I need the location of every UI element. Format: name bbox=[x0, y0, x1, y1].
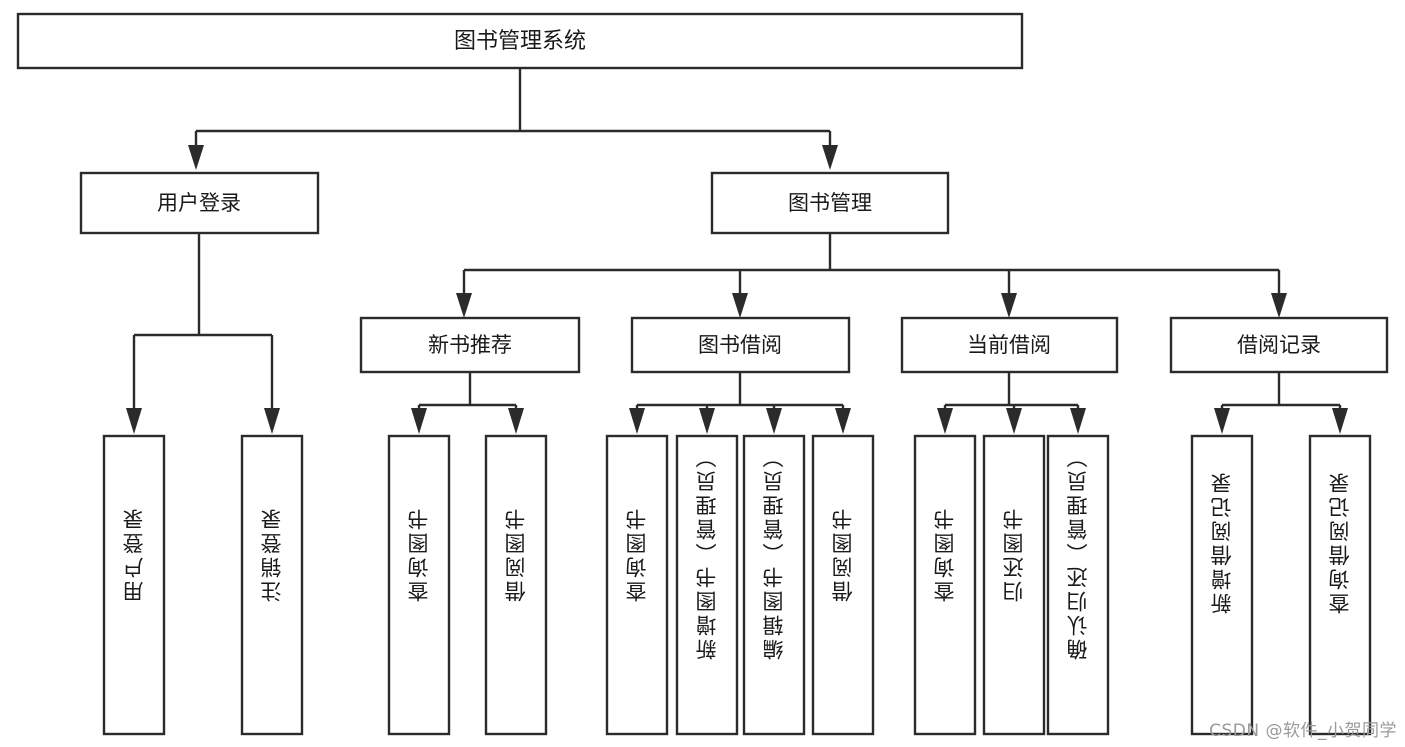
arrowhead-leaf-user-logout bbox=[264, 408, 280, 434]
node-borrow-record[interactable]: 借阅记录 bbox=[1169, 316, 1389, 374]
node-box-leaf-borrow-book-2[interactable] bbox=[811, 434, 875, 736]
node-box-leaf-add-book[interactable] bbox=[675, 434, 739, 736]
node-user-login[interactable]: 用户登录 bbox=[79, 171, 320, 235]
node-box-new-book-recommend[interactable] bbox=[359, 316, 581, 374]
node-box-leaf-confirm-return[interactable] bbox=[1046, 434, 1110, 736]
arrowhead-leaf-query-book-2 bbox=[629, 408, 645, 434]
node-new-book-recommend[interactable]: 新书推荐 bbox=[359, 316, 581, 374]
node-current-borrow[interactable]: 当前借阅 bbox=[900, 316, 1119, 374]
node-box-leaf-add-record[interactable] bbox=[1190, 434, 1254, 736]
arrowhead-leaf-query-record bbox=[1332, 408, 1348, 434]
arrowhead-leaf-confirm-return bbox=[1070, 408, 1086, 434]
node-label-book-management: 图书管理 bbox=[788, 191, 872, 215]
node-label-current-borrow: 当前借阅 bbox=[967, 333, 1051, 357]
node-book-management-system[interactable]: 图书管理系统 bbox=[16, 12, 1024, 70]
node-label-book-borrow: 图书借阅 bbox=[698, 333, 782, 357]
node-box-leaf-user-logout[interactable] bbox=[240, 434, 304, 736]
arrowhead-borrow-record bbox=[1271, 293, 1287, 318]
node-box-leaf-query-record[interactable] bbox=[1308, 434, 1372, 736]
node-box-book-management[interactable] bbox=[710, 171, 950, 235]
node-box-current-borrow[interactable] bbox=[900, 316, 1119, 374]
arrowhead-new-book-recommend bbox=[456, 293, 472, 318]
node-box-leaf-query-book-3[interactable] bbox=[913, 434, 977, 736]
arrowhead-leaf-user-login bbox=[126, 408, 142, 434]
node-box-leaf-query-book-2[interactable] bbox=[605, 434, 669, 736]
node-box-leaf-edit-book[interactable] bbox=[742, 434, 806, 736]
arrowhead-leaf-query-book-1 bbox=[411, 408, 427, 434]
node-box-book-borrow[interactable] bbox=[630, 316, 851, 374]
node-label-user-login: 用户登录 bbox=[157, 191, 241, 215]
arrowhead-leaf-edit-book bbox=[766, 408, 782, 434]
node-label-new-book-recommend: 新书推荐 bbox=[428, 333, 512, 357]
arrowhead-leaf-add-book bbox=[699, 408, 715, 434]
node-label-borrow-record: 借阅记录 bbox=[1237, 333, 1321, 357]
arrowhead-leaf-add-record bbox=[1214, 408, 1230, 434]
node-box-borrow-record[interactable] bbox=[1169, 316, 1389, 374]
arrowhead-user-login bbox=[188, 145, 204, 170]
arrowhead-leaf-return-book bbox=[1006, 408, 1022, 434]
node-label-root: 图书管理系统 bbox=[454, 29, 586, 54]
arrowhead-book-borrow bbox=[732, 293, 748, 318]
arrowhead-leaf-query-book-3 bbox=[937, 408, 953, 434]
node-box-root[interactable] bbox=[16, 12, 1024, 70]
node-box-leaf-query-book-1[interactable] bbox=[387, 434, 451, 736]
arrowhead-leaf-borrow-book-1 bbox=[508, 408, 524, 434]
node-book-management[interactable]: 图书管理 bbox=[710, 171, 950, 235]
node-box-leaf-return-book[interactable] bbox=[982, 434, 1046, 736]
arrowhead-book-management bbox=[822, 145, 838, 170]
arrowhead-current-borrow bbox=[1001, 293, 1017, 318]
arrowhead-leaf-borrow-book-2 bbox=[835, 408, 851, 434]
node-box-leaf-borrow-book-1[interactable] bbox=[484, 434, 548, 736]
node-box-leaf-user-login[interactable] bbox=[102, 434, 166, 736]
node-book-borrow[interactable]: 图书借阅 bbox=[630, 316, 851, 374]
